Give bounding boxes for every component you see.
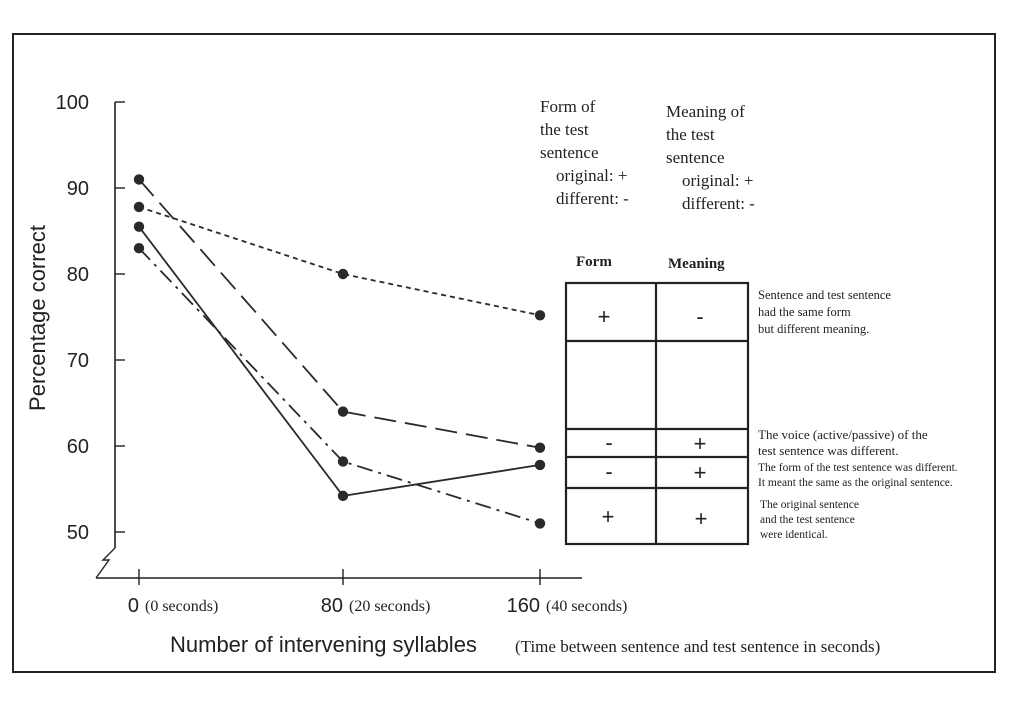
desc-line: had the same form	[758, 305, 851, 319]
x-tick-note: (40 seconds)	[546, 598, 627, 615]
table-header-meaning: Meaning	[668, 256, 725, 272]
meaning-note-line-1: Meaning of	[666, 102, 745, 121]
data-point	[337, 456, 349, 467]
x-tick-label: 160	[507, 595, 540, 617]
table-cell-meaning: +	[695, 506, 708, 531]
desc-line: Sentence and test sentence	[758, 288, 891, 302]
table-cell-form: +	[598, 304, 611, 329]
desc-line: It meant the same as the original senten…	[758, 477, 953, 489]
x-axis-title-note: (Time between sentence and test sentence…	[515, 637, 880, 656]
meaning-note-line-3: sentence	[666, 148, 725, 167]
x-axis-title: Number of intervening syllables	[170, 632, 477, 657]
table-cell-form: +	[602, 504, 615, 529]
condition-table: Form Meaning + - Sentence and test sente…	[564, 254, 961, 546]
x-tick-label: 80	[321, 595, 343, 617]
y-tick-label: 60	[67, 436, 89, 458]
table-cell-form: -	[605, 459, 612, 484]
y-tick-label: 100	[56, 92, 89, 114]
desc-line: test sentence was different.	[758, 443, 899, 458]
meaning-note-line-2: the test	[666, 125, 715, 144]
form-note-different: different: -	[556, 189, 629, 208]
data-point	[337, 490, 349, 502]
series-line	[138, 206, 541, 317]
x-tick-label: 0	[128, 595, 139, 617]
desc-line: The voice (active/passive) of the	[758, 427, 928, 442]
series-line	[138, 178, 541, 449]
legend-form-note: Form of the test sentence original: + di…	[540, 97, 629, 208]
series-dash-dot	[133, 243, 546, 529]
data-point	[534, 442, 546, 453]
x-tick-note: (20 seconds)	[349, 598, 430, 615]
desc-line: were identical.	[760, 529, 828, 541]
data-point	[534, 518, 546, 529]
x-tick-note: (0 seconds)	[145, 598, 218, 615]
series-solid	[133, 221, 546, 502]
table-row-description: The form of the test sentence was differ…	[758, 462, 961, 489]
y-axis-title: Percentage correct	[25, 225, 50, 411]
data-point	[534, 459, 546, 471]
meaning-note-original: original: +	[682, 171, 753, 190]
series-line	[138, 247, 541, 525]
legend-meaning-note: Meaning of the test sentence original: +…	[666, 102, 755, 213]
data-point	[133, 201, 145, 213]
table-cell-form: -	[605, 430, 612, 455]
desc-line: but different meaning.	[758, 322, 869, 336]
series-dotted	[133, 201, 546, 321]
series-line	[138, 226, 541, 497]
desc-line: The original sentence	[760, 499, 859, 511]
data-point	[534, 310, 546, 321]
data-point	[337, 406, 349, 417]
table-row-description: The voice (active/passive) of the test s…	[758, 427, 931, 458]
form-note-line-3: sentence	[540, 143, 599, 162]
table-header-form: Form	[576, 254, 612, 270]
data-point	[337, 268, 349, 280]
table-row-description: The original sentence and the test sente…	[760, 499, 862, 541]
table-cell-meaning: +	[694, 431, 707, 456]
y-tick-label: 70	[67, 350, 89, 372]
series-long-dash	[133, 174, 546, 453]
form-note-line-1: Form of	[540, 97, 596, 116]
data-point	[133, 174, 145, 185]
data-point	[133, 243, 145, 254]
y-axis-break	[95, 547, 116, 579]
data-point	[133, 221, 145, 232]
desc-line: and the test sentence	[760, 514, 855, 526]
y-tick-label: 90	[67, 178, 89, 200]
form-note-original: original: +	[556, 166, 627, 185]
figure-frame	[12, 33, 996, 673]
form-note-line-2: the test	[540, 120, 589, 139]
y-tick-label: 50	[67, 522, 89, 544]
table-cell-meaning: +	[694, 460, 707, 485]
table-cell-meaning: -	[696, 304, 703, 329]
desc-line: The form of the test sentence was differ…	[758, 462, 958, 474]
meaning-note-different: different: -	[682, 194, 755, 213]
table-row-description: Sentence and test sentence had the same …	[758, 288, 894, 336]
y-tick-label: 80	[67, 264, 89, 286]
